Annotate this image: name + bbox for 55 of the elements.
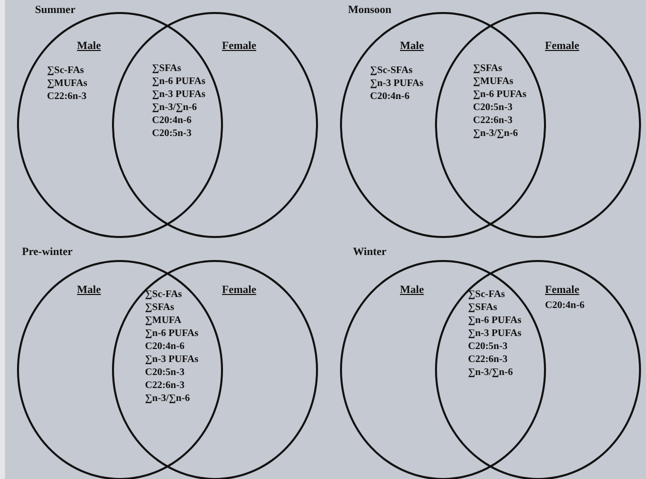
group-heading: Female xyxy=(545,40,580,52)
venn-circle xyxy=(435,260,641,479)
fatty-acid-label: C20:4n-6 xyxy=(545,299,584,312)
fatty-acid-label: C20:4n-6 xyxy=(145,340,184,353)
fatty-acid-label: ∑Sc-SFAs xyxy=(370,64,412,77)
group-heading: Male xyxy=(77,40,101,52)
fatty-acid-label: ∑SFAs xyxy=(145,301,174,314)
fatty-acid-label: ∑n-6 PUFAs xyxy=(468,314,522,327)
fatty-acid-label: ∑n-3 PUFAs xyxy=(370,77,424,90)
fatty-acid-label: C20:4n-6 xyxy=(152,114,192,127)
fatty-acid-label: ∑SFAs xyxy=(473,62,502,75)
season-title: Pre-winter xyxy=(22,246,72,258)
fatty-acid-label: ∑SFAs xyxy=(152,62,182,75)
fatty-acid-label: ∑n-3/∑n-6 xyxy=(473,127,518,140)
venn-circle xyxy=(17,260,223,479)
fatty-acid-label: C22:6n-3 xyxy=(473,114,512,127)
fatty-acid-label: ∑n-3/∑n-6 xyxy=(152,101,197,114)
season-title: Winter xyxy=(353,246,386,258)
fatty-acid-label: ∑n-6 PUFAs xyxy=(473,88,526,101)
venn-circle xyxy=(340,260,546,479)
season-title: Summer xyxy=(35,4,76,16)
group-heading: Female xyxy=(222,284,256,296)
group-heading: Male xyxy=(400,284,424,296)
fatty-acid-label: ∑Sc-FAs xyxy=(47,64,84,77)
season-title: Monsoon xyxy=(348,4,392,16)
group-heading: Female xyxy=(545,284,580,296)
fatty-acid-label: ∑Sc-FAs xyxy=(145,288,182,301)
fatty-acid-label: ∑MUFAs xyxy=(473,75,514,88)
fatty-acid-label: ∑MUFA xyxy=(145,314,182,327)
fatty-acid-label: ∑Sc-FAs xyxy=(468,288,505,301)
fatty-acid-label: ∑n-3 PUFAs xyxy=(468,327,522,340)
fatty-acid-label: C20:5n-3 xyxy=(473,101,512,114)
group-heading: Female xyxy=(222,40,256,52)
fatty-acid-label: ∑n-3/∑n-6 xyxy=(468,366,513,379)
group-heading: Male xyxy=(400,40,424,52)
venn-circle xyxy=(435,12,641,238)
venn-circle xyxy=(17,12,223,238)
fatty-acid-label: C22:6n-3 xyxy=(145,379,184,392)
fatty-acid-label: ∑MUFAs xyxy=(47,77,88,90)
venn-circle xyxy=(112,12,318,238)
fatty-acid-label: C20:5n-3 xyxy=(152,127,192,140)
fatty-acid-label: ∑n-3 PUFAs xyxy=(152,88,206,101)
venn-circle xyxy=(340,12,546,238)
fatty-acid-label: C22:6n-3 xyxy=(468,353,508,366)
fatty-acid-label: ∑n-3/∑n-6 xyxy=(145,392,190,405)
fatty-acid-label: ∑n-6 PUFAs xyxy=(152,75,206,88)
fatty-acid-label: C20:5n-3 xyxy=(145,366,184,379)
fatty-acid-label: C22:6n-3 xyxy=(47,90,86,103)
fatty-acid-label: C20:4n-6 xyxy=(370,90,410,103)
group-heading: Male xyxy=(77,284,101,296)
fatty-acid-label: ∑n-3 PUFAs xyxy=(145,353,198,366)
fatty-acid-label: ∑SFAs xyxy=(468,301,498,314)
venn-circle xyxy=(112,260,318,479)
fatty-acid-label: C20:5n-3 xyxy=(468,340,508,353)
fatty-acid-label: ∑n-6 PUFAs xyxy=(145,327,198,340)
